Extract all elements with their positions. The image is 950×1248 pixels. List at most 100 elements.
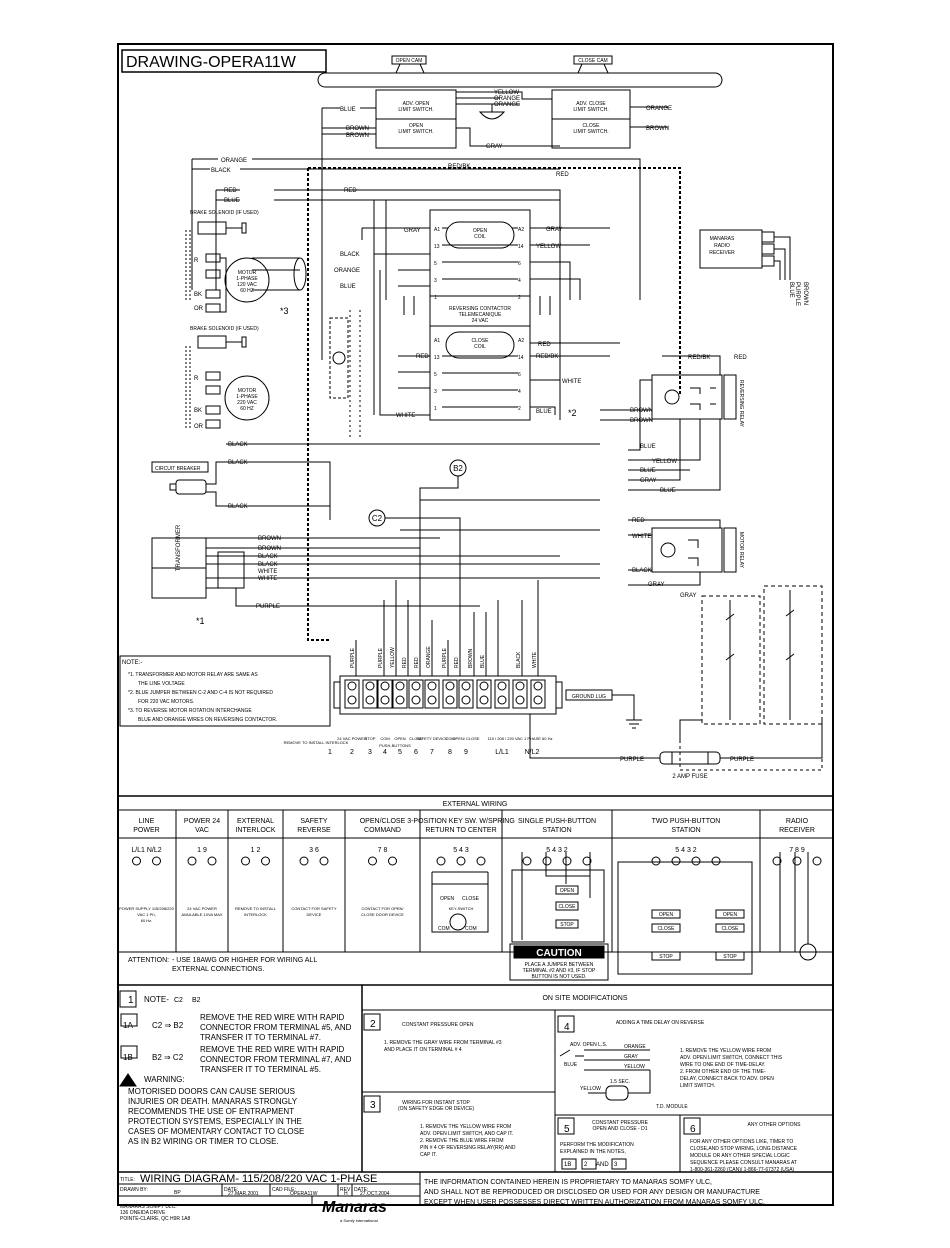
mod2-num: 2 <box>370 1019 376 1030</box>
note1-b2: B2 <box>192 997 201 1004</box>
ext-col-screw-3-1 <box>319 856 329 866</box>
terminal-screw-top-0 <box>347 681 357 691</box>
ext-col-screw-3-0 <box>299 856 309 866</box>
on-site-heading: ON SITE MODIFICATIONS <box>542 995 627 1002</box>
cam-shaft <box>317 72 723 88</box>
warning-text-line-5: AS IN B2 WIRING OR TIMER TO CLOSE. <box>128 1137 279 1146</box>
note1-text-1-line-2: TRANSFER IT TO TERMINAL #5. <box>200 1065 321 1074</box>
ext-col-terms-8: 7 8 9 <box>789 847 805 854</box>
warning-text-line-1: INJURIES OR DEATH. MANARAS STRONGLY <box>128 1097 298 1106</box>
wire-brown-tr-2: BROWN <box>258 546 281 552</box>
contactor-right-pin-lower-6: 6 <box>518 372 521 378</box>
terminal-cell-1 <box>362 679 378 709</box>
wire-black-cb-1: BLACK <box>228 442 248 448</box>
mod5-ref-1b: 1B <box>564 1162 571 1168</box>
motor-115-label-line-2: 120 VAC <box>237 282 257 288</box>
mod4-dia-2: GRAY <box>624 1054 638 1060</box>
brake-solenoid-label-1: BRAKE SOLENOID (IF USED) <box>190 210 259 216</box>
ext-col-terms-2: 1 2 <box>251 847 261 854</box>
cam-wheel <box>478 111 506 120</box>
terminal-cell-9 <box>494 679 510 709</box>
terminal-number-6: 7 <box>430 749 434 756</box>
terminal-screw-bottom-1 <box>365 695 375 705</box>
motor-220-label-line-0: MOTOR <box>238 388 257 394</box>
ext-col-terms-4: 7 8 <box>378 847 388 854</box>
terminal-screw-top-5 <box>427 681 437 691</box>
contactor-right-pin-14: 14 <box>518 244 524 250</box>
ext-col-screw-1-0 <box>187 856 197 866</box>
close-limit-label-line-1: LIMIT SWITCH. <box>573 129 608 135</box>
ext-col-title-7-a: TWO PUSH-BUTTON <box>652 818 721 825</box>
proprietary-notice-line-1: AND SHALL NOT BE REPRODUCED OR DISCLOSED… <box>424 1189 760 1196</box>
ext-col-desc-0-0: POWER SUPPLY 115/208/220 <box>119 906 174 911</box>
open-cam-tag <box>391 55 427 65</box>
sb-open: OPEN <box>560 888 575 894</box>
note1-text-0-line-1: CONNECTOR FROM TERMINAL #5, AND <box>200 1023 352 1032</box>
mod4-dia-3: YELLOW <box>624 1064 645 1070</box>
contactor-left-pin-lower-A1: A1 <box>434 338 440 344</box>
wire-brown-right: BROWN <box>646 126 669 132</box>
reversing-contactor <box>429 209 531 421</box>
motor-220vac-icon <box>224 375 270 421</box>
two-amp-fuse <box>659 751 721 765</box>
contactor-right-pin-A2: A2 <box>518 227 524 233</box>
manaras-logo-sub: a Somfy international <box>340 1218 378 1223</box>
mod-number-box-2 <box>363 1095 381 1113</box>
motor1-bk: BK <box>194 292 202 298</box>
caution-text-line-1: TERMINAL #2 AND #3, IF STOP <box>523 968 596 974</box>
wire-drop-label-5: ORANGE <box>426 646 432 668</box>
ext-col-terms-6: 5 4 3 2 <box>546 847 568 854</box>
title-box <box>121 49 327 73</box>
terminal-cell-7 <box>458 679 474 709</box>
ext-col-title-5-a: 3-POSITION KEY SW. W/SPRING <box>407 818 515 825</box>
note1-swap-1: B2 ⇒ C2 <box>152 1053 184 1062</box>
terminal-number-4: 5 <box>398 749 402 756</box>
caution-banner <box>513 945 605 959</box>
motor-220-label-line-2: 220 VAC <box>237 400 257 406</box>
td-module <box>605 1085 629 1101</box>
company-address-line-1: 136 ONEIDA DRIVE <box>120 1210 166 1216</box>
wire-purple-fuse-left: PURPLE <box>620 757 644 763</box>
wire-gray-top: GRAY <box>486 144 503 150</box>
ext-col-desc-4-0: CONTACT FOR OPEN/ <box>361 906 404 911</box>
ext-col-screw-8-1 <box>792 856 802 866</box>
mod3-text-line-0: 1. REMOVE THE YELLOW WIRE FROM <box>420 1124 511 1130</box>
wire-black-contactor: BLACK <box>340 252 360 258</box>
ext-col-title-3-b: REVERSE <box>297 827 331 834</box>
tb2-close: CLOSE <box>722 926 740 932</box>
terminal-screw-top-6 <box>445 681 455 691</box>
disconnect-switch-group <box>763 585 823 725</box>
terminal-cell-0 <box>344 679 360 709</box>
mod-number-box-5 <box>683 1117 701 1135</box>
terminal-number-0: 1 <box>328 749 332 756</box>
key-switch-body <box>431 883 489 933</box>
terminal-screw-top-2 <box>380 681 390 691</box>
wire-white-tr-2: WHITE <box>258 576 277 582</box>
wire-red-rr: RED <box>734 355 747 361</box>
ext-col-title-6-a: SINGLE PUSH-BUTTON <box>518 818 596 825</box>
terminal-screw-top-9 <box>497 681 507 691</box>
mod5-num: 5 <box>564 1124 570 1135</box>
mod4-dia-5: YELLOW <box>580 1086 601 1092</box>
drawing-sheet <box>117 43 834 1206</box>
mark-3: *3 <box>280 306 289 316</box>
contactor-left-pin-lower-1: 1 <box>434 406 437 412</box>
contactor-left-pin-lower-5: 5 <box>434 372 437 378</box>
wire-gray-mr-2: GRAY <box>680 593 697 599</box>
wire-orange-top-2: ORANGE <box>494 102 520 108</box>
wire-gray-contactor-right: GRAY <box>546 227 563 233</box>
ext-col-terms-0: L/L1 N/L2 <box>131 847 161 854</box>
ext-col-title-8-a: RADIO <box>786 818 809 825</box>
attention-text-line-1: EXTERNAL CONNECTIONS. <box>172 966 264 973</box>
wire-brown-tr-1: BROWN <box>258 536 281 542</box>
mod4-title: ADDING A TIME DELAY ON REVERSE <box>616 1020 705 1026</box>
note-line-4: *3. TO REVERSE MOTOR ROTATION INTERCHANG… <box>128 708 252 714</box>
mod3-title-line-1: (ON SAFETY EDGE OR DEVICE) <box>398 1106 474 1112</box>
terminal-number-10: N/L2 <box>525 749 540 756</box>
wire-brown-radio: BROWN <box>802 282 808 305</box>
ext-col-desc-0-1: VAC 1 Ph, <box>137 912 155 917</box>
radio-receiver-label-line-2: RECEIVER <box>709 250 735 256</box>
wire-white-contactor: WHITE <box>562 379 581 385</box>
circuit-breaker-label-box <box>151 461 209 473</box>
terminal-screw-bottom-6 <box>445 695 455 705</box>
